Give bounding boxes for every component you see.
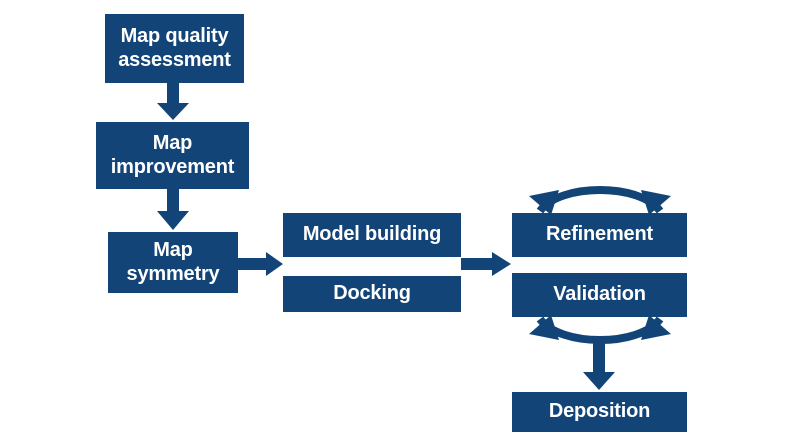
node-docking[interactable]: Docking [283, 276, 461, 312]
node-map-quality-assessment[interactable]: Map quality assessment [105, 14, 244, 83]
node-map-symmetry[interactable]: Map symmetry [108, 232, 238, 293]
edge-cycle-bottom [529, 315, 671, 344]
edge-validation-to-deposition [583, 336, 615, 390]
edge-quality-to-improvement [157, 83, 189, 120]
node-model-building[interactable]: Model building [283, 213, 461, 257]
node-deposition[interactable]: Deposition [512, 392, 687, 432]
edge-symmetry-to-building [238, 252, 283, 276]
node-validation[interactable]: Validation [512, 273, 687, 317]
edge-building-to-refinement [461, 252, 511, 276]
node-refinement[interactable]: Refinement [512, 213, 687, 257]
edge-cycle-top [529, 186, 671, 215]
edge-improvement-to-symmetry [157, 189, 189, 230]
node-map-improvement[interactable]: Map improvement [96, 122, 249, 189]
